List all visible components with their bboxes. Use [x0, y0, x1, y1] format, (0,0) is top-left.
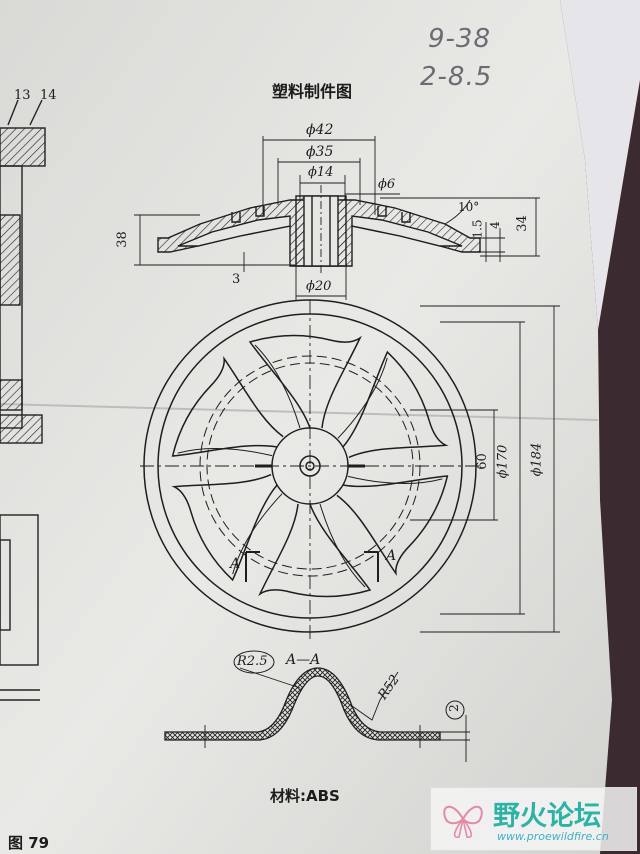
material-note: 材料:ABS [270, 787, 340, 805]
dim-h38: 38 [114, 231, 130, 248]
section-mark-left: A [230, 556, 241, 572]
plan-dimension-lines [410, 305, 560, 633]
dim-d20: ϕ20 [306, 279, 332, 294]
dim-r60: 60 [474, 453, 490, 470]
dim-d42: ϕ42 [306, 122, 334, 138]
left-partial-assembly [0, 99, 46, 701]
handwritten-note-2: 2-8.5 [420, 62, 493, 92]
dim-h4: 4 [487, 221, 502, 229]
section-dimension-lines [134, 136, 540, 300]
watermark-url: www.proewildfire.cn [497, 830, 609, 843]
dim-h34: 34 [514, 215, 530, 232]
part-number-13: 13 [14, 88, 31, 103]
dim-h1-5: 1.5 [470, 219, 485, 239]
forum-watermark: 野火论坛 www.proewildfire.cn [430, 787, 637, 851]
plan-view [140, 299, 480, 640]
figure-number: 图 79 [8, 834, 50, 852]
part-number-14: 14 [40, 88, 57, 103]
drawing-title: 塑料制件图 [272, 82, 353, 101]
dim-d184: ϕ184 [529, 442, 545, 477]
handwritten-note-1: 9-38 [428, 24, 492, 54]
dim-d14: ϕ14 [308, 165, 334, 180]
detail-label: A—A [286, 652, 321, 668]
dim-r25: R2.5 [237, 654, 268, 669]
butterfly-logo-icon [443, 805, 483, 839]
section-mark-right: A [386, 548, 397, 564]
dim-d35: ϕ35 [306, 144, 334, 160]
dim-thickness: 2 [446, 704, 461, 712]
paper-fold [0, 403, 599, 421]
dim-angle: 10° [458, 200, 480, 214]
dim-d6: ϕ6 [378, 177, 396, 192]
dim-h3: 3 [232, 272, 241, 287]
watermark-name: 野火论坛 [493, 801, 601, 832]
dim-d170: ϕ170 [495, 444, 511, 479]
paper-edge-right [560, 0, 640, 330]
section-view [157, 185, 481, 275]
detail-aa [164, 650, 470, 762]
